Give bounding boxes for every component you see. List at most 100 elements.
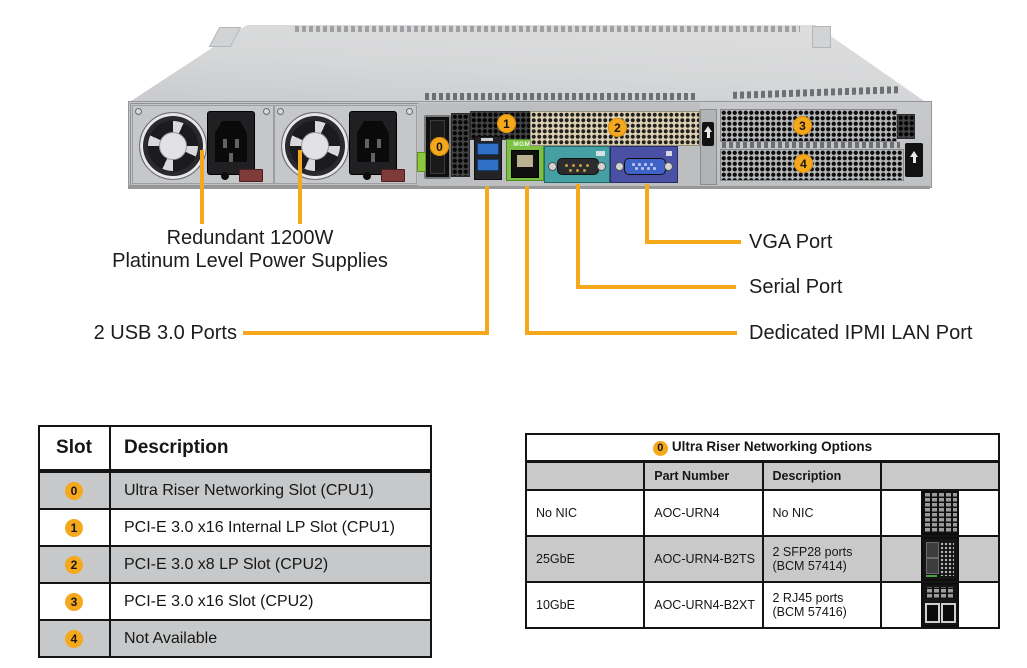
- psu2-fan: [281, 112, 349, 180]
- table-row: 4 Not Available: [38, 619, 432, 658]
- slot-description-table: Slot Description 0 Ultra Riser Networkin…: [38, 425, 432, 658]
- serial-port-plate: [544, 146, 610, 183]
- description-column-header: Description: [109, 425, 432, 473]
- psu1-indicator: [221, 172, 229, 180]
- chassis-base-shadow: [128, 186, 930, 189]
- vent-holes: [939, 542, 954, 576]
- psu-label: Redundant 1200W Platinum Level Power Sup…: [105, 227, 395, 273]
- slot-column-header: Slot: [38, 425, 111, 473]
- screw: [135, 108, 142, 115]
- riser-table-title: Ultra Riser Networking Options: [671, 439, 873, 455]
- screw: [277, 108, 284, 115]
- serial-icon: [596, 151, 605, 156]
- vga-de15-connector: [624, 158, 666, 175]
- slot-4-badge: 4: [65, 629, 83, 648]
- part-number-header: Part Number: [643, 460, 764, 491]
- leader-serial-horizontal: [576, 285, 736, 289]
- table-row: 25GbE AOC-URN4-B2TS 2 SFP28 ports (BCM 5…: [524, 535, 1001, 583]
- slot-4-description: Not Available: [109, 619, 432, 658]
- description-header: Description: [761, 460, 882, 491]
- hex-standoff: [664, 162, 673, 171]
- slot-divider-vents: [722, 142, 900, 148]
- leader-ipmi-horizontal: [525, 331, 737, 335]
- vent-holes: [924, 587, 955, 599]
- sfp-cage: [925, 558, 939, 574]
- hex-standoff: [548, 162, 557, 171]
- dual-sfp28-bracket-icon: [920, 537, 959, 581]
- leader-vga-vertical: [645, 184, 649, 242]
- vent-grille: [451, 113, 470, 177]
- table-row: 10GbE AOC-URN4-B2XT 2 RJ45 ports (BCM 57…: [524, 581, 1001, 629]
- psu2-release-latch[interactable]: [381, 169, 405, 182]
- ipmi-label: Dedicated IPMI LAN Port: [749, 322, 973, 344]
- psu2-indicator: [363, 172, 371, 180]
- leader-psu1: [200, 150, 204, 224]
- slot-2-description: PCI-E 3.0 x8 LP Slot (CPU2): [109, 545, 432, 584]
- table-row: 2 PCI-E 3.0 x8 LP Slot (CPU2): [38, 545, 432, 584]
- slot-1-description: PCI-E 3.0 x16 Internal LP Slot (CPU1): [109, 508, 432, 547]
- table-row: No NIC AOC-URN4 No NIC: [524, 489, 1001, 537]
- slot2-vent-grille: [530, 111, 700, 146]
- riser-description: 2 SFP28 ports (BCM 57414): [761, 535, 882, 583]
- vga-port-plate: [610, 146, 678, 183]
- sfp-cage: [925, 542, 939, 558]
- callout-slot-0: 0: [430, 137, 449, 156]
- vga-icon: [666, 151, 672, 156]
- riser-description: No NIC: [761, 489, 882, 537]
- riser-type: 10GbE: [524, 581, 646, 629]
- usb-label: 2 USB 3.0 Ports: [93, 322, 237, 344]
- usb-icon: [481, 138, 493, 141]
- ipmi-rj45-port: [511, 150, 539, 178]
- psu1-fan: [139, 112, 207, 180]
- slot-2-badge: 2: [65, 555, 83, 574]
- usb3-port-top: [477, 143, 499, 155]
- psu1-ac-inlet: [207, 111, 255, 175]
- psu-label-line1: Redundant 1200W: [166, 227, 334, 249]
- leader-ipmi-vertical: [525, 186, 529, 333]
- slot-0-badge: 0: [65, 481, 83, 500]
- table-row: 3 PCI-E 3.0 x16 Slot (CPU2): [38, 582, 432, 621]
- callout-slot-4: 4: [794, 154, 813, 173]
- slot-latch-bar: [700, 109, 717, 185]
- callout-slot-2: 2: [608, 118, 627, 137]
- slot-latch[interactable]: [905, 143, 923, 177]
- leader-usb-horizontal: [243, 331, 489, 335]
- leader-serial-vertical: [576, 184, 580, 287]
- top-vent-strip: [295, 26, 800, 32]
- screw: [406, 108, 413, 115]
- slot-3-badge: 3: [65, 592, 83, 611]
- psu-label-line2: Platinum Level Power Supplies: [112, 250, 388, 272]
- vent-grille: [897, 114, 915, 139]
- leader-usb-vertical: [485, 186, 489, 333]
- riser-green-clip: [417, 152, 426, 172]
- leader-vga-horizontal: [645, 240, 741, 244]
- mgmt-port-label: MGMT: [513, 141, 535, 148]
- riser-type: 25GbE: [524, 535, 646, 583]
- table-header-row: Slot Description: [38, 425, 432, 473]
- rj45-port: [940, 603, 956, 623]
- riser-part-number: AOC-URN4: [643, 489, 764, 537]
- callout-slot-3: 3: [793, 116, 812, 135]
- usb3-port-bottom: [477, 159, 499, 171]
- psu2-ac-inlet: [349, 111, 397, 175]
- slot-3-description: PCI-E 3.0 x16 Slot (CPU2): [109, 582, 432, 621]
- serial-db9-connector: [557, 158, 599, 175]
- leader-psu2: [298, 150, 302, 224]
- table-row: 1 PCI-E 3.0 x16 Internal LP Slot (CPU1): [38, 508, 432, 547]
- table-header-row: Part Number Description: [524, 460, 1001, 491]
- dual-rj45-bracket-icon: [920, 583, 959, 627]
- psu1-release-latch[interactable]: [239, 169, 263, 182]
- slot3-vent-grille: [720, 109, 897, 142]
- rj45-port: [924, 603, 940, 623]
- vga-label: VGA Port: [749, 231, 833, 253]
- riser-type: No NIC: [524, 489, 646, 537]
- rear-vent-strip-left: [425, 93, 697, 100]
- chassis-right-ear: [812, 26, 831, 48]
- arrow-up-icon: [910, 151, 918, 163]
- slot-latch[interactable]: [702, 122, 714, 146]
- riser-title-badge: 0: [652, 440, 668, 456]
- riser-description: 2 RJ45 ports (BCM 57416): [761, 581, 882, 629]
